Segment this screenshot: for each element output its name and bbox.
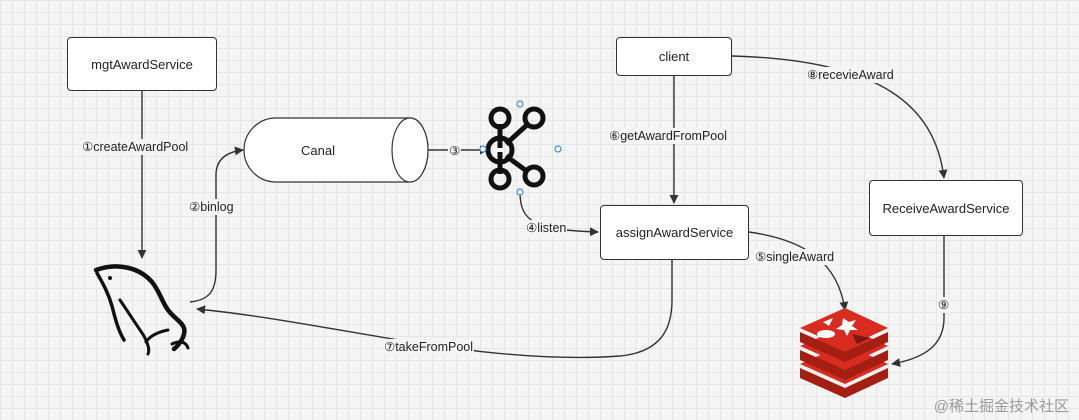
mgt-award-service-node[interactable]: mgtAwardService — [67, 37, 217, 91]
redis-icon — [800, 308, 888, 398]
canal-cylinder-shape — [243, 117, 429, 183]
edge-single-award — [748, 231, 849, 311]
receive-award-service-node[interactable]: ReceiveAwardService — [869, 180, 1023, 236]
edge-label-recevie-award: ⑧recevieAward — [806, 67, 895, 83]
selection-handles — [479, 100, 562, 196]
edge-label-step9: ⑨ — [937, 297, 951, 313]
edge-take-from-pool — [196, 260, 673, 359]
edge-label-listen: ④listen — [525, 220, 568, 236]
mysql-dolphin-icon — [93, 264, 190, 356]
canal-node[interactable]: Canal — [301, 142, 335, 158]
kafka-icon — [485, 106, 546, 191]
edge-label-binlog: ②binlog — [188, 199, 235, 215]
edge-binlog — [189, 146, 244, 303]
client-node[interactable]: client — [616, 37, 732, 76]
edge-label-take-from-pool: ⑦takeFromPool — [383, 339, 475, 355]
edge-label-single-award: ⑤singleAward — [754, 249, 836, 265]
edge-recevie-award — [731, 55, 948, 179]
watermark-text: @稀土掘金技术社区 — [933, 398, 1069, 415]
edge-step9 — [891, 236, 945, 367]
edge-label-step3: ③ — [448, 143, 462, 159]
edge-label-get-award-from-pool: ⑥getAwardFromPool — [608, 128, 728, 144]
edge-label-create-award-pool: ①createAwardPool — [81, 139, 190, 155]
assign-award-service-node[interactable]: assignAwardService — [600, 205, 749, 260]
